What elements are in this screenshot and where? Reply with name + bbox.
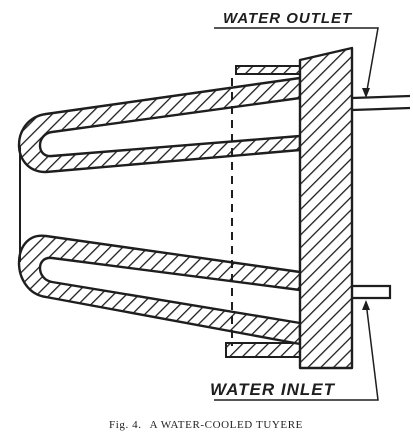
inlet-arrow-icon: [362, 300, 370, 310]
mounting-flange: [298, 46, 354, 370]
water-inlet-label: WATER INLET: [210, 380, 336, 399]
caption-title: A WATER-COOLED TUYERE: [150, 419, 303, 431]
outlet-leader-line: [214, 27, 379, 97]
inlet-leader-line: [214, 301, 379, 401]
upper-wall-section: [17, 76, 302, 174]
water-outlet-label: WATER OUTLET: [223, 10, 353, 27]
figure-caption: Fig. 4. A WATER-COOLED TUYERE: [109, 419, 303, 431]
caption-number: Fig. 4.: [109, 419, 142, 431]
outlet-pipe: [351, 94, 411, 112]
lower-wall-section: [17, 234, 302, 346]
outlet-arrow-icon: [362, 88, 370, 98]
inlet-pipe: [352, 284, 392, 300]
